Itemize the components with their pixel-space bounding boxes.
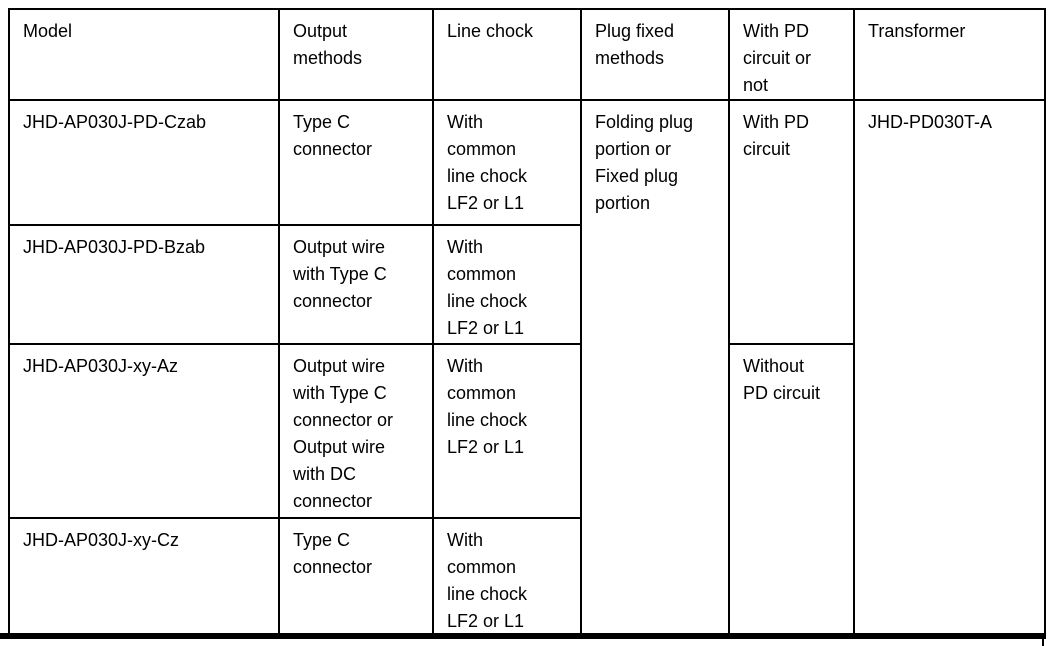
table-row: JHD-AP030J-PD-Czab Type C connector With… [8, 99, 1046, 637]
cell-line-chock-2: With common line chock LF2 or L1 [432, 224, 582, 345]
cell-line-chock-4: With common line chock LF2 or L1 [432, 517, 582, 637]
cell-without-pd-circuit-merged: Without PD circuit [728, 343, 855, 637]
header-cell-plug-fixed-methods: Plug fixed methods [580, 8, 730, 101]
header-cell-pd-circuit-or-not: With PD circuit or not [728, 8, 855, 101]
cell-line-chock-1: With common line chock LF2 or L1 [432, 99, 582, 226]
table-row: JHD-AP030J-PD-Bzab Output wire with Type… [8, 224, 1045, 345]
header-cell-output-methods: Output methods [278, 8, 434, 101]
cell-plug-fixed-method-merged: Folding plug portion or Fixed plug porti… [580, 99, 730, 637]
header-cell-model: Model [8, 8, 280, 101]
cell-model-2: JHD-AP030J-PD-Bzab [8, 224, 280, 345]
cell-model-3: JHD-AP030J-xy-Az [8, 343, 280, 519]
page-bottom-rule [0, 633, 1046, 639]
cell-model-4: JHD-AP030J-xy-Cz [8, 517, 280, 637]
cell-line-chock-3: With common line chock LF2 or L1 [432, 343, 582, 519]
header-cell-transformer: Transformer [853, 8, 1046, 101]
table-header-row: Model Output methods Line chock Plug fix… [8, 8, 1046, 101]
cell-with-pd-circuit-merged: With PD circuit [728, 99, 855, 345]
cell-output-method-3: Output wire with Type C connector or Out… [278, 343, 434, 519]
cell-output-method-2: Output wire with Type C connector [278, 224, 434, 345]
cell-transformer-merged: JHD-PD030T-A [853, 99, 1046, 637]
table-right-border-stub [1042, 633, 1044, 646]
header-cell-line-chock: Line chock [432, 8, 582, 101]
table-row: JHD-AP030J-xy-Cz Type C connector With c… [8, 517, 1045, 637]
cell-output-method-4: Type C connector [278, 517, 434, 637]
cell-model-1: JHD-AP030J-PD-Czab [8, 99, 280, 226]
cell-output-method-1: Type C connector [278, 99, 434, 226]
model-spec-table: Model Output methods Line chock Plug fix… [8, 8, 1046, 637]
